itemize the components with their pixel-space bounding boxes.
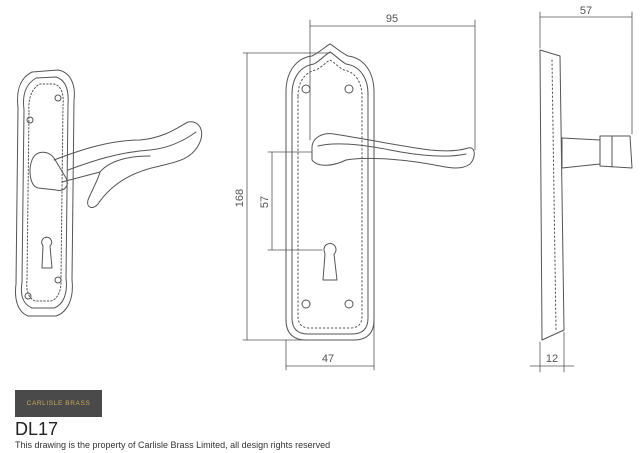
front-dimensions <box>242 19 476 371</box>
side-rose <box>561 137 601 169</box>
front-backplate-outer <box>285 43 375 341</box>
side-dimensions <box>529 11 633 373</box>
dim-label-47: 47 <box>322 353 334 365</box>
copyright-notice: This drawing is the property of Carlisle… <box>15 440 331 450</box>
front-keyhole <box>322 243 338 281</box>
dim-label-57-top: 57 <box>580 5 592 17</box>
front-screw-br <box>344 299 354 309</box>
side-lever-end <box>599 135 633 169</box>
isometric-view <box>15 69 203 317</box>
front-screw-tl <box>301 84 311 94</box>
iso-lever <box>53 121 203 208</box>
front-screw-tr <box>344 84 354 94</box>
dim-label-57-center: 57 <box>259 196 271 208</box>
dim-label-12: 12 <box>546 353 558 365</box>
front-lever <box>311 133 475 169</box>
iso-rose <box>29 151 68 191</box>
brand-logo: CARLISLE BRASS <box>15 390 102 417</box>
side-backplate <box>539 49 565 341</box>
front-view <box>285 43 475 341</box>
front-backplate-inner <box>291 51 369 335</box>
dim-label-95: 95 <box>386 13 398 25</box>
front-screw-bl <box>301 299 311 309</box>
side-view <box>539 49 633 341</box>
iso-keyhole <box>41 236 53 269</box>
iso-backplate-outer <box>15 69 75 317</box>
iso-backplate-inner <box>20 76 69 309</box>
brand-logo-text: CARLISLE BRASS <box>26 400 91 407</box>
iso-screw-top <box>54 94 62 102</box>
product-code: DL17 <box>15 419 59 439</box>
dim-label-168: 168 <box>234 189 246 207</box>
